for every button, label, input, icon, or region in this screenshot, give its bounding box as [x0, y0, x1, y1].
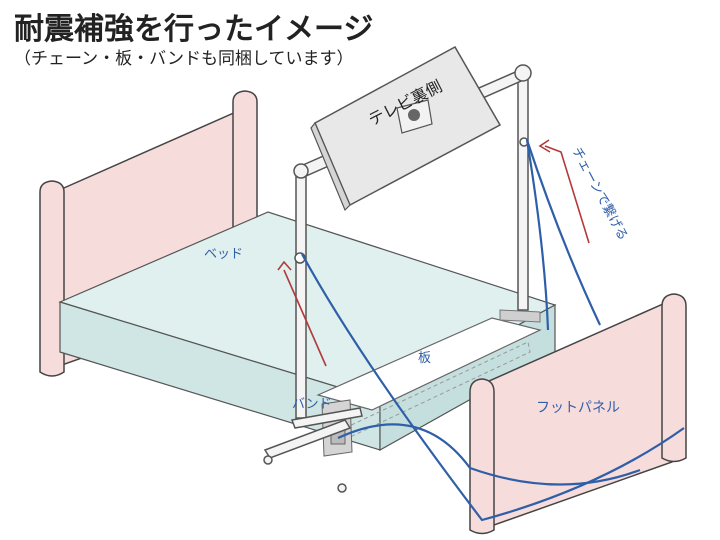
label-board: 板: [418, 351, 431, 366]
label-foot-panel: フットパネル: [536, 400, 620, 416]
page-title: 耐震補強を行ったイメージ: [14, 12, 374, 47]
direction-arrow: [277, 139, 590, 367]
label-band: バンド: [292, 397, 332, 412]
tv: [310, 45, 502, 212]
foot-panel: [469, 293, 687, 535]
label-bed: ベッド: [204, 247, 243, 262]
page-subtitle: （チェーン・板・バンドも同梱しています）: [14, 49, 354, 69]
chain: [301, 139, 685, 522]
board: [316, 309, 542, 439]
label-chain: チェーンで繋げる: [568, 144, 631, 243]
